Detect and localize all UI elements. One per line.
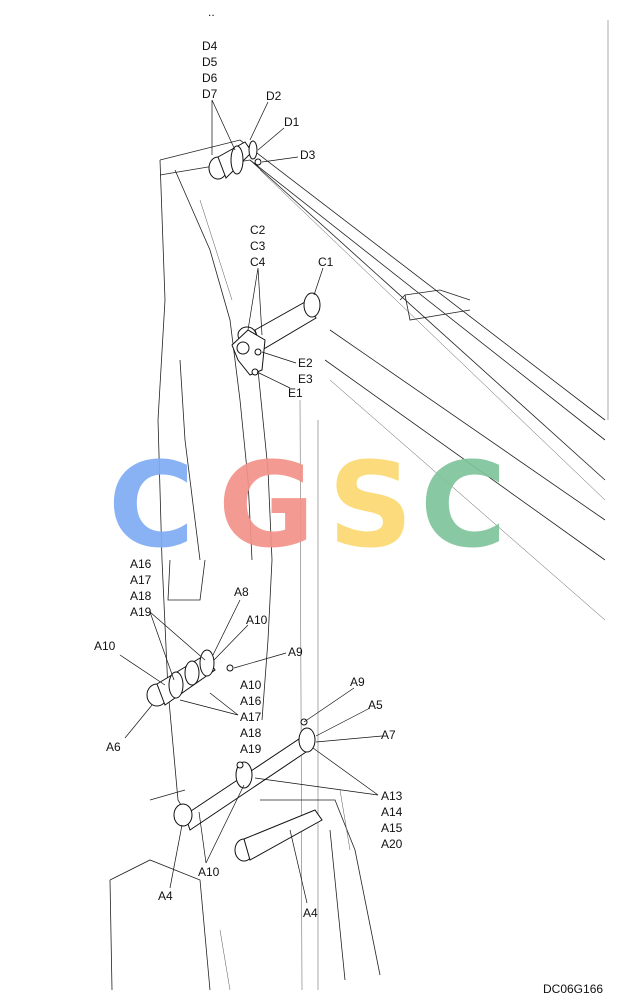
watermark-letter-1: C bbox=[108, 436, 195, 574]
label-a14: A14 bbox=[381, 805, 403, 819]
label-c2: C2 bbox=[250, 223, 266, 237]
label-c1: C1 bbox=[318, 255, 334, 269]
label-e3: E3 bbox=[298, 372, 313, 386]
label-a18: A18 bbox=[130, 589, 152, 603]
label-a15: A15 bbox=[381, 821, 403, 835]
drawing-code: DC06G166 bbox=[543, 982, 603, 996]
label-a19-stack: A19 bbox=[240, 742, 262, 756]
watermark-letter-2: G bbox=[218, 436, 315, 574]
pin-c-assembly bbox=[231, 292, 321, 376]
label-a16-stack: A16 bbox=[240, 694, 262, 708]
top-pin-d bbox=[208, 140, 262, 180]
label-a16: A16 bbox=[130, 557, 152, 571]
label-a10-left: A10 bbox=[94, 639, 116, 653]
label-d2: D2 bbox=[266, 89, 282, 103]
label-a10-right: A10 bbox=[246, 613, 268, 627]
label-a9-lower: A9 bbox=[350, 675, 365, 689]
label-a17: A17 bbox=[130, 573, 152, 587]
callout-labels: D4 D5 D6 D7 D2 D1 D3 C2 C3 C4 C1 E2 E3 E… bbox=[94, 5, 603, 996]
pin-a-middle bbox=[184, 718, 316, 831]
label-a20: A20 bbox=[381, 837, 403, 851]
label-a5: A5 bbox=[368, 698, 383, 712]
pin-a-upper bbox=[146, 649, 234, 707]
label-a19: A19 bbox=[130, 605, 152, 619]
label-e1: E1 bbox=[288, 386, 303, 400]
label-d5: D5 bbox=[202, 55, 218, 69]
label-a4-right: A4 bbox=[303, 906, 318, 920]
boom-structure bbox=[109, 20, 609, 991]
watermark-logo: C G S C bbox=[108, 436, 507, 574]
label-c4: C4 bbox=[250, 255, 266, 269]
label-d3: D3 bbox=[300, 148, 316, 162]
label-a9-upper: A9 bbox=[288, 645, 303, 659]
label-d1: D1 bbox=[284, 115, 300, 129]
label-a8: A8 bbox=[234, 585, 249, 599]
label-e2: E2 bbox=[298, 356, 313, 370]
label-a13: A13 bbox=[381, 789, 403, 803]
label-a6: A6 bbox=[106, 740, 121, 754]
leader-lines bbox=[119, 99, 383, 904]
label-a17-stack: A17 bbox=[240, 710, 262, 724]
top-mark: .. bbox=[208, 5, 215, 19]
pin-a4-lower bbox=[173, 803, 323, 862]
watermark-letter-3: S bbox=[328, 436, 413, 574]
label-a10-stack: A10 bbox=[240, 678, 262, 692]
label-c3: C3 bbox=[250, 239, 266, 253]
label-d6: D6 bbox=[202, 71, 218, 85]
label-a18-stack: A18 bbox=[240, 726, 262, 740]
label-d7: D7 bbox=[202, 87, 218, 101]
label-a4-left: A4 bbox=[158, 889, 173, 903]
label-d4: D4 bbox=[202, 39, 218, 53]
watermark-letter-4: C bbox=[420, 436, 507, 574]
label-a7: A7 bbox=[381, 728, 396, 742]
label-a10-bottom: A10 bbox=[198, 865, 220, 879]
